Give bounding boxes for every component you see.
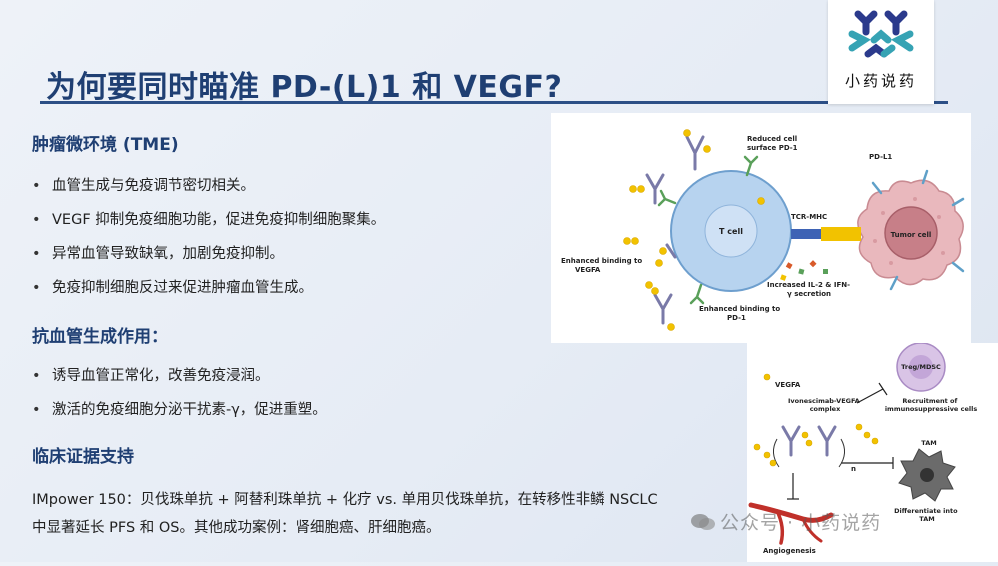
tcr-mhc-label: TCR-MHC bbox=[791, 213, 827, 221]
t-cell-label: T cell bbox=[719, 227, 743, 236]
vegfa-binding-label: Enhanced binding to VEGFA bbox=[561, 257, 645, 274]
pdl1-label: PD-L1 bbox=[869, 153, 892, 161]
logo-card: 小药说药 bbox=[828, 0, 934, 104]
treg-label: Treg/MDSC bbox=[901, 363, 941, 371]
mechanism-figure-1: Tumor cell PD-L1 T cell TCR-MHC bbox=[551, 113, 971, 343]
list-item: •异常血管导致缺氧，加剧免疫抑制。 bbox=[32, 246, 284, 262]
page-title: 为何要同时瞄准 PD-(L)1 和 VEGF? bbox=[46, 70, 563, 105]
il2-label: Increased IL-2 & IFN- γ secretion bbox=[767, 281, 852, 298]
molecule-logo-icon bbox=[848, 10, 914, 58]
list-item: •诱导血管正常化，改善免疫浸润。 bbox=[32, 368, 270, 384]
mechanism-figure-2: Treg/MDSC Recruitment of immunosuppressi… bbox=[747, 342, 998, 562]
tumor-cell-label: Tumor cell bbox=[891, 231, 932, 239]
wechat-icon bbox=[691, 514, 715, 530]
list-item: •VEGF 抑制免疫细胞功能，促进免疫抑制细胞聚集。 bbox=[32, 212, 386, 228]
vegfa-label-2: VEGFA bbox=[775, 381, 801, 389]
complex-label: Ivonescimab-VEGFA complex bbox=[788, 397, 862, 413]
recruitment-label: Recruitment of immunosuppressive cells bbox=[885, 397, 978, 413]
section-heading-clinical: 临床证据支持 bbox=[32, 447, 134, 467]
reduced-pd1-label: Reduced cell surface PD-1 bbox=[747, 135, 800, 152]
logo-text: 小药说药 bbox=[844, 72, 917, 90]
n-label: n bbox=[851, 465, 856, 473]
tam-label: TAM bbox=[921, 439, 936, 447]
list-item: •血管生成与免疫调节密切相关。 bbox=[32, 178, 255, 194]
title-divider bbox=[40, 101, 948, 104]
watermark: 公众号 · 小药说药 bbox=[690, 508, 881, 535]
pd1-binding-label: Enhanced binding to PD-1 bbox=[699, 305, 783, 322]
section-heading-antiangiogenesis: 抗血管生成作用： bbox=[32, 327, 168, 347]
clinical-paragraph: IMpower 150：贝伐珠单抗 + 阿替利珠单抗 + 化疗 vs. 单用贝伐… bbox=[32, 492, 658, 536]
list-item: •免疫抑制细胞反过来促进肿瘤血管生成。 bbox=[32, 280, 313, 296]
section-heading-tme: 肿瘤微环境 (TME) bbox=[32, 135, 179, 155]
list-item: •激活的免疫细胞分泌干扰素-γ，促进重塑。 bbox=[32, 402, 327, 418]
angiogenesis-label: Angiogenesis bbox=[763, 547, 816, 555]
differentiate-label: Differentiate into TAM bbox=[894, 507, 960, 523]
